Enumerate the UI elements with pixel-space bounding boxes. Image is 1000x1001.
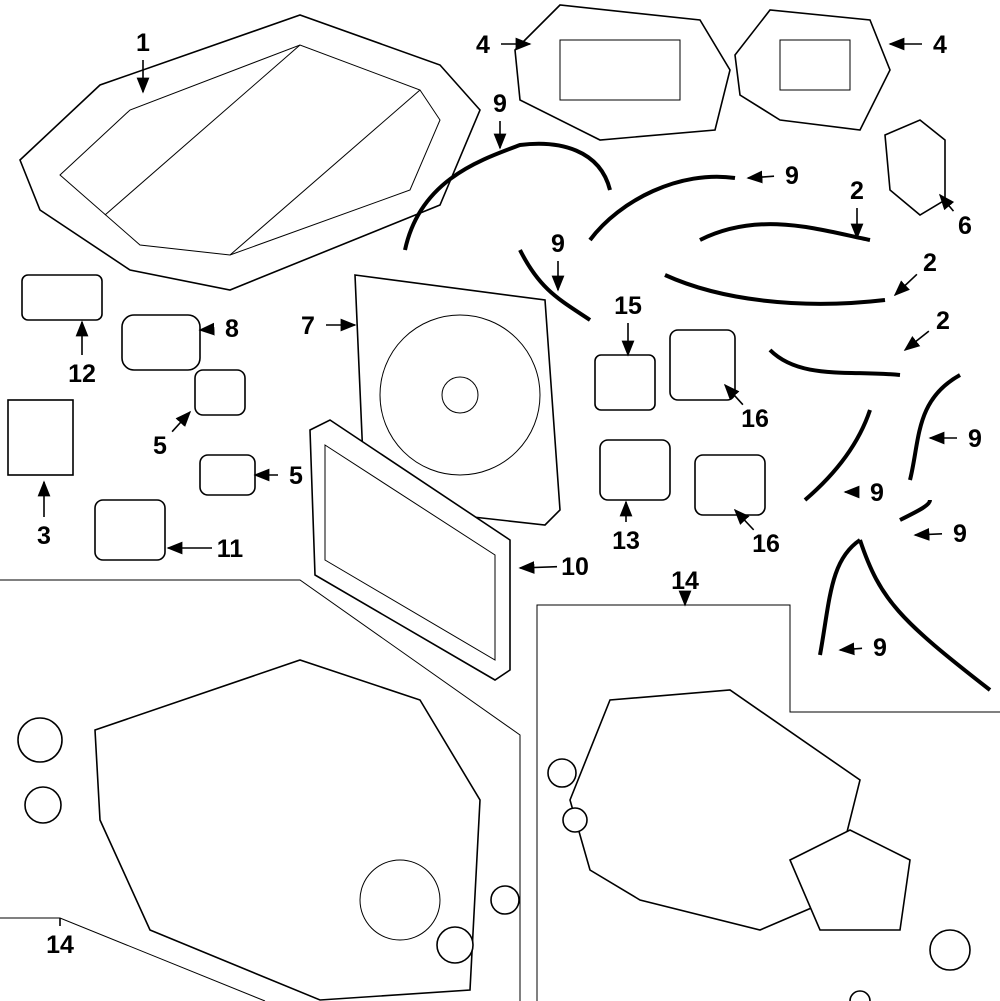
cooler-part <box>884 119 946 216</box>
callout-number: 2 <box>923 249 937 277</box>
callout-number: 1 <box>136 29 150 57</box>
callout-number: 9 <box>968 425 982 453</box>
callout-number: 9 <box>551 230 565 258</box>
callout-leader-arrow <box>198 322 215 336</box>
callout-leader-arrow <box>938 193 955 212</box>
callout-number: 14 <box>671 567 699 595</box>
bracket-part-16a <box>669 329 736 401</box>
module-part-12 <box>21 274 103 321</box>
drive-unit-right <box>547 689 971 1001</box>
control-module-part-3 <box>7 399 74 476</box>
callout-number: 12 <box>68 360 96 388</box>
callout-number: 7 <box>301 312 315 340</box>
callout-number: 4 <box>933 31 947 59</box>
callout-number: 9 <box>870 479 884 507</box>
callout-number: 2 <box>850 177 864 205</box>
valve-part-11 <box>94 499 166 561</box>
callout-leader-arrow <box>733 508 755 531</box>
callout-number: 9 <box>873 634 887 662</box>
callout-number: 8 <box>225 315 239 343</box>
radiator-part <box>309 419 511 681</box>
callout-leader-arrow <box>903 330 930 351</box>
mount-part-13 <box>599 439 671 501</box>
callout-number: 5 <box>289 462 303 490</box>
callout-number: 15 <box>614 292 642 320</box>
callout-leader-arrow <box>746 170 775 184</box>
group-outline-right <box>536 604 1000 1001</box>
callout-number: 6 <box>958 212 972 240</box>
callout-number: 9 <box>493 90 507 118</box>
callout-number: 4 <box>476 31 490 59</box>
callout-leader-arrow <box>171 410 192 433</box>
inverter-part-left <box>514 4 731 141</box>
mount-part-15 <box>594 354 656 411</box>
callout-number: 11 <box>217 535 244 563</box>
callout-number: 10 <box>561 553 589 581</box>
callout-leader-arrow <box>893 273 918 297</box>
callout-number: 9 <box>785 162 799 190</box>
callout-leader-arrow <box>913 527 943 541</box>
callout-number: 13 <box>612 527 640 555</box>
inverter-part-right <box>734 9 891 131</box>
callout-number: 9 <box>953 520 967 548</box>
pump-part-5a <box>194 369 246 416</box>
callout-leader-arrow <box>518 561 558 574</box>
callout-number: 16 <box>752 530 780 558</box>
callout-number: 14 <box>46 931 74 959</box>
fan-shroud-part <box>354 274 561 526</box>
callout-number: 16 <box>741 405 769 433</box>
callout-leader-arrow <box>838 642 863 656</box>
drive-unit-left <box>17 659 520 1001</box>
bracket-part-16b <box>694 454 766 516</box>
callout-leader-arrow <box>723 383 744 406</box>
callout-number: 5 <box>153 432 167 460</box>
reservoir-part-8 <box>121 314 201 371</box>
callout-number: 3 <box>37 522 51 550</box>
group-outline-left <box>0 579 521 1001</box>
battery-tray-part <box>19 14 481 291</box>
pump-part-5b <box>199 454 256 496</box>
callout-number: 2 <box>936 307 950 335</box>
